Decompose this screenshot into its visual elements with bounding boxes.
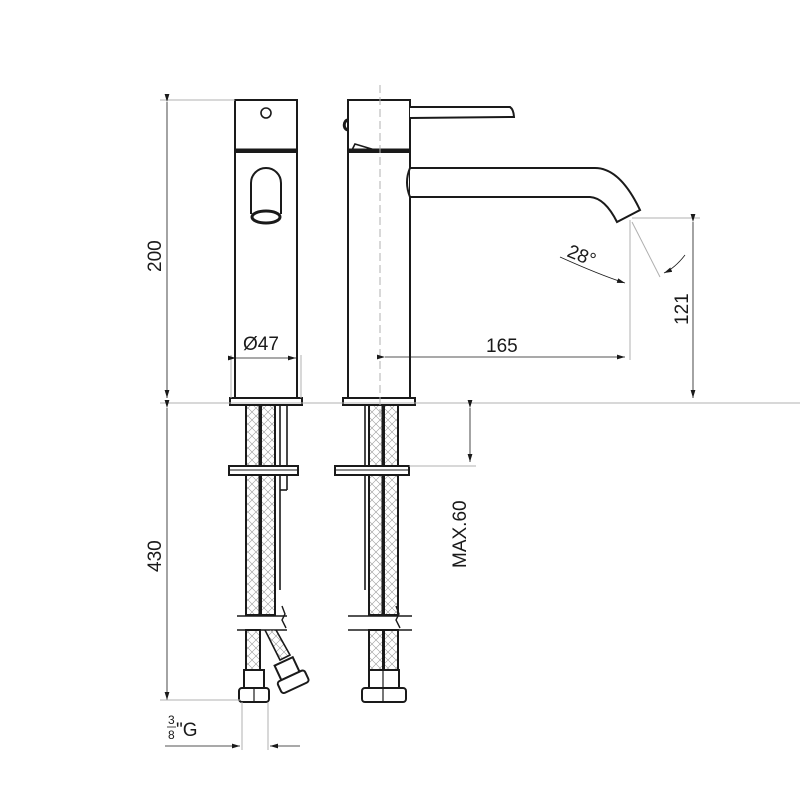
dim-max-deck: MAX.60 [450, 500, 471, 568]
dim-thread-num: 3 [168, 713, 175, 727]
dimension-lines [160, 94, 800, 750]
dim-spout-reach: 165 [486, 336, 518, 357]
dim-thread-suffix: "G [176, 720, 198, 741]
dim-diameter: Ø47 [243, 334, 279, 355]
dim-hose-length: 430 [145, 540, 166, 572]
side-view [334, 99, 642, 703]
dim-spout-angle: 28° [564, 241, 599, 271]
front-view [228, 99, 310, 703]
dim-thread-den: 8 [168, 728, 175, 742]
dim-spout-height: 121 [672, 293, 693, 325]
dim-body-height: 200 [145, 240, 166, 272]
